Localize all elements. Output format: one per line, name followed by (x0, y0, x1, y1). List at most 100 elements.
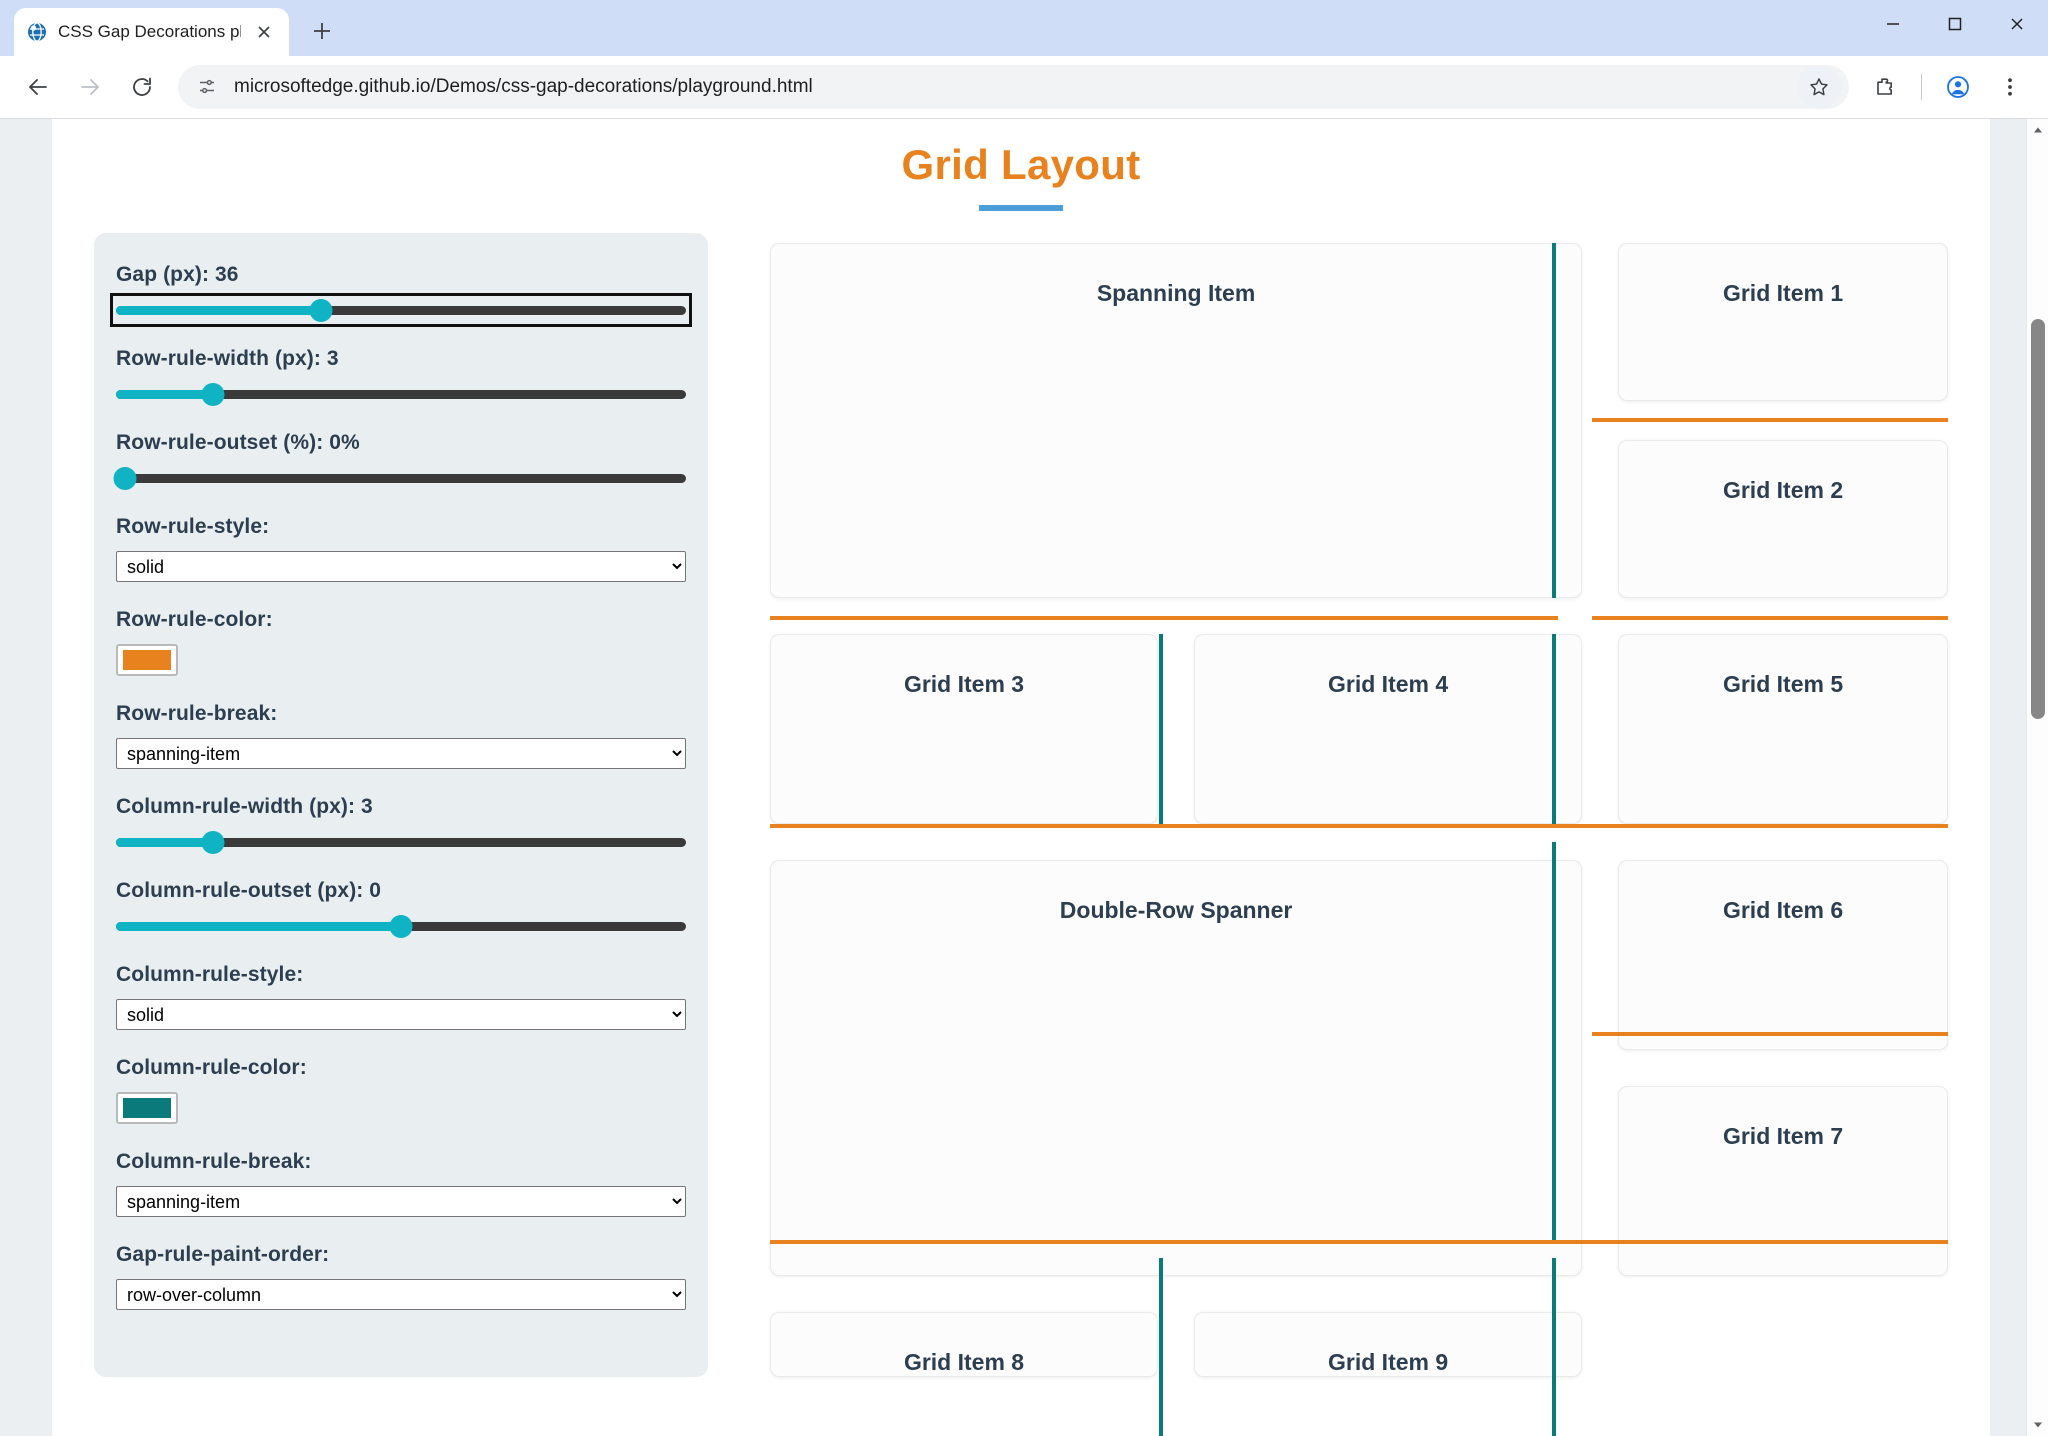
control-column-rule-width: Column-rule-width (px): 3 (116, 795, 686, 854)
control-column-rule-break: Column-rule-break: spanning-item (116, 1150, 686, 1217)
row-rule-width-slider[interactable] (116, 382, 686, 406)
control-label: Row-rule-break: (116, 702, 278, 725)
control-label: Gap (px): 36 (116, 263, 239, 286)
grid-item-3: Grid Item 3 (770, 634, 1159, 824)
grid-item-label: Grid Item 1 (1722, 280, 1844, 306)
grid-item-label: Grid Item 9 (1328, 1349, 1449, 1375)
page-content: Grid Layout Gap (px): 36 Row-rule-wi (52, 119, 1990, 1436)
browser-toolbar: microsoftedge.github.io/Demos/css-gap-de… (0, 56, 2048, 118)
page-title: Grid Layout (901, 141, 1141, 188)
grid-item-9: Grid Item 9 (1194, 1312, 1583, 1377)
column-rule-decoration (1158, 634, 1163, 824)
grid-item-7: Grid Item 7 (1618, 1086, 1948, 1276)
column-rule-style-select[interactable]: solid (116, 999, 686, 1030)
controls-panel: Gap (px): 36 Row-rule-width (px): 3 (94, 233, 708, 1377)
grid-item-6: Grid Item 6 (1618, 860, 1948, 1050)
page-viewport: Grid Layout Gap (px): 36 Row-rule-wi (0, 118, 2048, 1436)
star-icon[interactable] (1797, 65, 1841, 109)
gap-rule-paint-order-select[interactable]: row-over-column (116, 1279, 686, 1310)
back-arrow-icon[interactable] (14, 63, 62, 111)
page-body: Gap (px): 36 Row-rule-width (px): 3 (52, 211, 1990, 1436)
slider-thumb[interactable] (201, 830, 225, 854)
column-rule-decoration (1158, 1258, 1163, 1436)
grid-item-1: Grid Item 1 (1618, 243, 1948, 401)
scrollbar-thumb[interactable] (2031, 319, 2045, 719)
new-tab-button[interactable] (299, 8, 345, 54)
grid-item-label: Grid Item 5 (1722, 671, 1844, 697)
toolbar-divider (1921, 74, 1922, 100)
column-rule-break-select[interactable]: spanning-item (116, 1186, 686, 1217)
minimize-icon[interactable] (1862, 0, 1924, 48)
slider-thumb[interactable] (309, 298, 333, 322)
row-rule-decoration (770, 616, 1559, 620)
profile-icon[interactable] (1934, 63, 1982, 111)
control-label: Column-rule-style: (116, 963, 304, 986)
slider-fill (116, 305, 322, 315)
url-text[interactable]: microsoftedge.github.io/Demos/css-gap-de… (234, 76, 813, 97)
grid-item-label: Spanning Item (1096, 280, 1256, 306)
control-column-rule-style: Column-rule-style: solid (116, 963, 686, 1030)
row-rule-break-select[interactable]: spanning-item (116, 738, 686, 769)
vertical-scrollbar[interactable] (2026, 119, 2048, 1436)
row-rule-decoration (1592, 1032, 1948, 1036)
scroll-down-arrow-icon[interactable] (2027, 1414, 2048, 1436)
scroll-up-arrow-icon[interactable] (2027, 119, 2048, 141)
title-underline (979, 205, 1063, 211)
column-rule-decoration (1551, 1258, 1556, 1436)
slider-thumb[interactable] (113, 466, 137, 490)
control-label: Row-rule-color: (116, 608, 273, 631)
slider-thumb[interactable] (201, 382, 225, 406)
control-label: Column-rule-break: (116, 1150, 312, 1173)
tab-title: CSS Gap Decorations playground (58, 22, 241, 41)
grid-item-double-row-spanner: Double-Row Spanner (770, 860, 1583, 1276)
slider-fill (116, 389, 213, 399)
grid-item-label: Grid Item 2 (1722, 477, 1844, 503)
grid-container: Spanning Item Grid Item 1 Grid Item 2 Gr… (770, 243, 1948, 1436)
slider-fill (116, 921, 401, 931)
control-label: Row-rule-style: (116, 515, 270, 538)
control-row-rule-color: Row-rule-color: (116, 608, 666, 676)
column-rule-color-picker[interactable] (116, 1092, 178, 1124)
slider-track (116, 389, 686, 399)
column-rule-decoration (1551, 634, 1556, 824)
control-label: Column-rule-outset (px): 0 (116, 879, 382, 902)
control-gap-rule-paint-order: Gap-rule-paint-order: row-over-column (116, 1243, 686, 1310)
grid-item-label: Grid Item 4 (1328, 671, 1449, 697)
row-rule-decoration (1592, 418, 1948, 422)
reload-icon[interactable] (118, 63, 166, 111)
grid-item-spanning: Spanning Item (770, 243, 1583, 598)
control-column-rule-color: Column-rule-color: (116, 1056, 666, 1124)
control-label: Row-rule-outset (%): 0% (116, 431, 360, 454)
grid-item-label: Grid Item 8 (903, 1349, 1025, 1375)
column-rule-width-slider[interactable] (116, 830, 686, 854)
close-icon[interactable] (251, 19, 277, 45)
window-controls (1862, 0, 2048, 48)
control-column-rule-outset: Column-rule-outset (px): 0 (116, 879, 686, 938)
control-row-rule-width: Row-rule-width (px): 3 (116, 347, 686, 406)
slider-track (116, 473, 686, 483)
column-rule-outset-slider[interactable] (116, 914, 686, 938)
site-info-icon[interactable] (192, 72, 222, 102)
row-rule-outset-slider[interactable] (113, 466, 686, 490)
window-close-icon[interactable] (1986, 0, 2048, 48)
grid-item-label: Double-Row Spanner (1059, 897, 1293, 923)
extensions-icon[interactable] (1861, 63, 1909, 111)
control-label: Column-rule-color: (116, 1056, 307, 1079)
maximize-icon[interactable] (1924, 0, 1986, 48)
column-rule-decoration (1551, 842, 1556, 1240)
control-label: Column-rule-width (px): 3 (116, 795, 373, 818)
browser-tab[interactable]: CSS Gap Decorations playground (14, 8, 289, 56)
control-row-rule-outset: Row-rule-outset (%): 0% (113, 431, 686, 490)
slider-thumb[interactable] (389, 914, 413, 938)
row-rule-decoration (770, 824, 1948, 828)
row-rule-style-select[interactable]: solid (116, 551, 686, 582)
grid-empty-cell (1618, 1312, 1948, 1377)
more-vertical-icon[interactable] (1986, 63, 2034, 111)
row-rule-decoration (1592, 616, 1948, 620)
forward-arrow-icon[interactable] (66, 63, 114, 111)
gap-slider[interactable] (110, 293, 692, 327)
address-bar[interactable]: microsoftedge.github.io/Demos/css-gap-de… (178, 65, 1849, 109)
row-rule-decoration (770, 1240, 1948, 1244)
row-rule-color-picker[interactable] (116, 644, 178, 676)
grid-item-2: Grid Item 2 (1618, 440, 1948, 598)
